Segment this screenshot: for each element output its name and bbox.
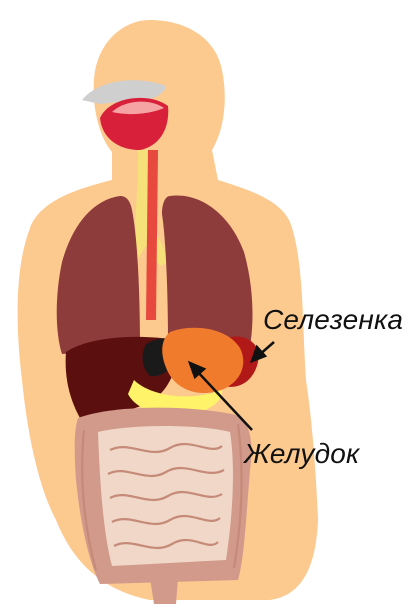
- rectum: [150, 578, 178, 604]
- stomach-label: Желудок: [244, 438, 359, 470]
- spleen-label: Селезенка: [263, 304, 403, 336]
- esophagus: [146, 150, 158, 320]
